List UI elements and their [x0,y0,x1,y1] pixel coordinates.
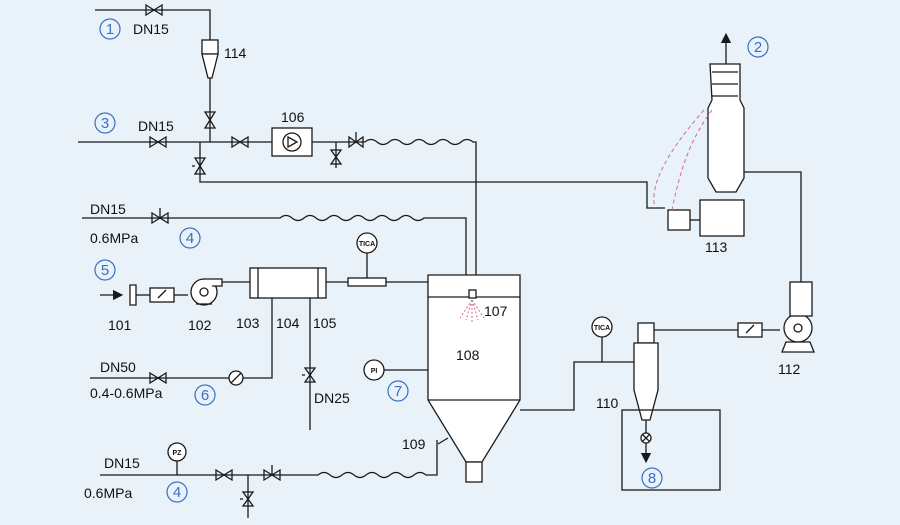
line6-pressure: 0.4-0.6MPa [90,385,163,401]
stream-8-circle [641,467,663,489]
line4a-size: DN15 [90,201,126,217]
stream-4b-label: 4 [173,484,181,501]
stream-3-label: 3 [101,115,109,132]
stream-7-label: 7 [394,383,402,400]
stream-7-circle [387,380,409,402]
stream-6-circle [194,384,216,406]
temp-element[interactable] [347,277,387,287]
stream-4b-circle [166,481,188,503]
fan-112[interactable] [781,281,815,353]
stream-3-circle [94,112,116,134]
line-4a [82,208,467,290]
line-6 [90,298,317,430]
stream-5-circle [94,259,116,281]
line6-size: DN50 [100,359,136,375]
stream-2-circle [747,36,769,58]
equipment-109-label: 109 [402,436,426,452]
line-5 [100,252,428,306]
dryer-108[interactable] [427,274,521,483]
equipment-104-label: 104 [276,315,300,331]
line4b-size: DN15 [104,455,140,471]
valve-106-drain[interactable] [329,149,343,165]
stream-6-label: 6 [201,387,209,404]
valve-line4b-b[interactable] [263,465,281,482]
pipe-dryer-to-cyclone [520,361,638,411]
nozzle-107[interactable] [459,289,485,322]
valve-106-out[interactable] [348,132,364,149]
equipment-108-label: 108 [456,347,480,363]
equipment-106-label: 106 [281,109,305,125]
line-1 [95,3,219,142]
filter-112[interactable] [737,322,763,338]
stream-4a-label: 4 [186,230,194,247]
tica-1-label: TICA [359,241,375,248]
tica-indicator-2[interactable]: TICA [591,316,613,362]
blower-102[interactable] [190,278,223,306]
pi-label: PI [371,368,378,375]
pz-label: PZ [173,450,183,457]
cyclone-110[interactable] [633,322,659,421]
line4b-pressure: 0.6MPa [84,485,132,501]
drain-size: DN25 [314,390,350,406]
equipment-113-label: 113 [705,239,728,255]
valve-drain[interactable] [302,367,317,383]
valve-line3[interactable] [149,135,167,149]
collector-box [621,409,721,491]
stream-5-label: 5 [101,262,109,279]
equipment-112-label: 112 [778,361,801,377]
filter-element[interactable] [149,287,175,303]
valve-114-outlet[interactable] [203,111,217,129]
valve-line3-b[interactable] [231,135,249,149]
pz-indicator[interactable]: PZ [167,442,187,462]
equipment-101-label: 101 [108,317,132,333]
equipment-103-label: 103 [236,315,260,331]
equipment-114-label: 114 [224,45,247,61]
line-3 [78,127,665,290]
air-filter-101[interactable] [129,284,150,306]
stream-8-label: 8 [648,470,656,487]
pump-106[interactable] [271,127,313,157]
equipment-110-label: 110 [596,395,619,411]
valve-line4b-a[interactable] [215,468,233,482]
stream-4a-circle [179,227,201,249]
line3-size: DN15 [138,118,174,134]
rotary-valve[interactable] [641,420,651,458]
stream-2-label: 2 [754,39,762,56]
equipment-105-label: 105 [313,315,337,331]
gauge-line6[interactable] [228,370,244,386]
line4a-pressure: 0.6MPa [90,230,138,246]
valve-line4b-drain[interactable] [240,491,255,507]
tica-indicator-1[interactable]: TICA [356,232,378,254]
line-4b [100,440,438,518]
valve-line4a[interactable] [151,208,169,225]
pipe-fan-to-scrubber [740,171,802,282]
tica-2-label: TICA [594,325,610,332]
valve-line6[interactable] [149,371,167,385]
hopper-114[interactable] [201,39,219,79]
equipment-107-label: 107 [484,303,508,319]
scrubber-113[interactable] [653,63,745,237]
hammer-109[interactable] [437,437,449,445]
pi-indicator[interactable]: PI [363,359,428,381]
line1-size: DN15 [133,21,169,37]
heater-103-105[interactable] [249,267,327,299]
valve-line3-branch[interactable] [192,157,207,175]
stream-1-label: 1 [106,21,114,38]
valve-line1[interactable] [145,3,163,17]
equipment-102-label: 102 [188,317,212,333]
stream-1-circle [99,18,121,40]
